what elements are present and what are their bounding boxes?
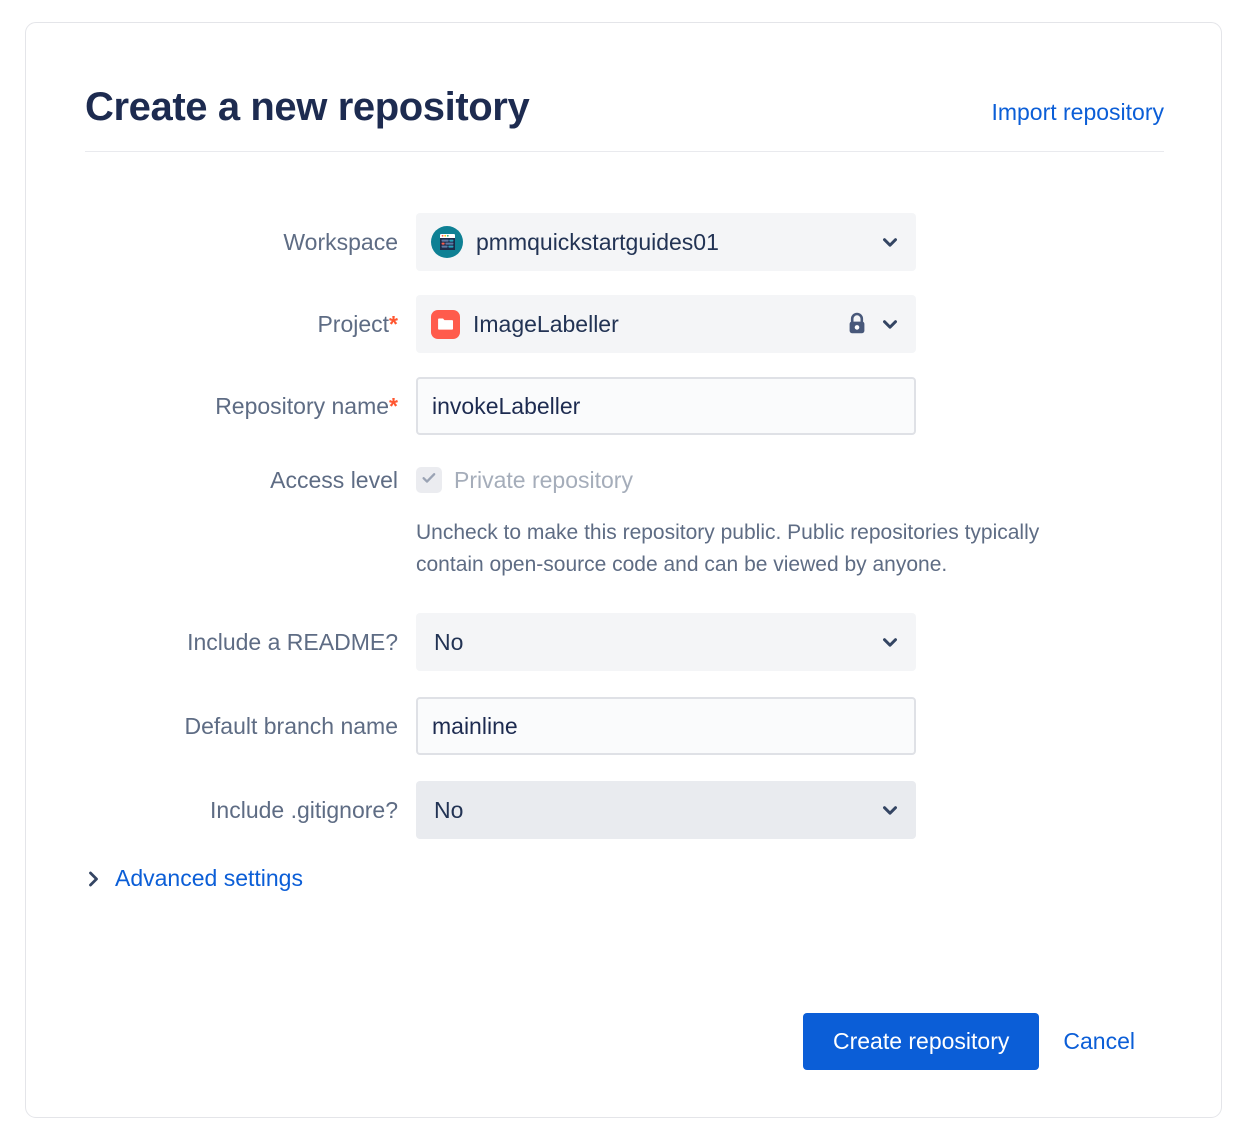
include-gitignore-label: Include .gitignore? — [210, 797, 398, 824]
field-row-default-branch-name: Default branch name — [85, 697, 1164, 756]
include-readme-control: No — [416, 613, 1164, 672]
lock-icon — [845, 311, 869, 337]
project-label-text: Project — [317, 311, 390, 337]
access-level-label: Access level — [270, 467, 398, 493]
project-required-marker: * — [389, 311, 398, 337]
workspace-value: pmmquickstartguides01 — [476, 228, 719, 255]
include-readme-label: Include a README? — [187, 629, 398, 656]
include-gitignore-select[interactable]: No — [416, 781, 916, 840]
field-row-include-gitignore: Include .gitignore? No — [85, 781, 1164, 840]
field-row-workspace: Workspace — [85, 213, 1164, 271]
form-actions: Create repository Cancel — [802, 1013, 1137, 1070]
field-row-project: Project* ImageLabeller — [85, 295, 1164, 353]
default-branch-name-input[interactable] — [416, 697, 916, 756]
chevron-down-icon — [879, 313, 901, 335]
project-label: Project* — [85, 295, 416, 339]
private-repository-checkbox-row[interactable]: Private repository — [416, 457, 1164, 503]
checkmark-icon — [420, 469, 438, 492]
access-level-help-text: Uncheck to make this repository public. … — [416, 521, 1040, 577]
cancel-button[interactable]: Cancel — [1061, 1024, 1137, 1059]
advanced-settings-toggle[interactable]: Advanced settings — [86, 865, 303, 892]
private-repository-checkbox[interactable] — [416, 467, 442, 493]
include-readme-select[interactable]: No — [416, 613, 916, 672]
project-select[interactable]: ImageLabeller — [416, 295, 916, 353]
project-control: ImageLabeller — [416, 295, 1164, 353]
include-gitignore-control: No — [416, 781, 1164, 840]
repository-name-control — [416, 377, 1164, 435]
field-row-access-level: Access level Private repository Uncheck … — [85, 457, 1164, 581]
chevron-down-icon — [879, 231, 901, 253]
chevron-down-icon — [879, 631, 901, 653]
private-repository-label: Private repository — [454, 466, 633, 493]
field-row-include-readme: Include a README? No — [85, 613, 1164, 672]
repository-name-input[interactable] — [416, 377, 916, 435]
project-value: ImageLabeller — [473, 310, 619, 337]
chevron-down-icon — [879, 799, 901, 821]
include-readme-value: No — [434, 628, 464, 655]
import-repository-link[interactable]: Import repository — [991, 99, 1164, 125]
page-title: Create a new repository — [85, 85, 530, 129]
workspace-label: Workspace — [283, 229, 398, 255]
advanced-settings-label: Advanced settings — [115, 865, 303, 892]
repository-name-label-text: Repository name — [215, 393, 390, 419]
default-branch-name-label: Default branch name — [184, 713, 398, 740]
create-repository-card: Create a new repository Import repositor… — [25, 22, 1222, 1118]
create-repository-button[interactable]: Create repository — [802, 1013, 1040, 1070]
project-folder-icon — [431, 309, 460, 339]
workspace-control: pmmquickstartguides01 — [416, 213, 1164, 271]
repository-name-label: Repository name* — [85, 377, 416, 421]
default-branch-name-control — [416, 697, 1164, 756]
access-level-control: Private repository Uncheck to make this … — [416, 457, 1164, 581]
field-row-repository-name: Repository name* — [85, 377, 1164, 435]
include-gitignore-value: No — [434, 796, 464, 823]
repository-name-required-marker: * — [389, 393, 398, 419]
create-repository-form: Workspace — [85, 213, 1164, 892]
card-header: Create a new repository Import repositor… — [85, 85, 1164, 152]
workspace-avatar-icon — [431, 226, 463, 258]
workspace-select[interactable]: pmmquickstartguides01 — [416, 213, 916, 271]
chevron-right-icon — [86, 869, 102, 889]
